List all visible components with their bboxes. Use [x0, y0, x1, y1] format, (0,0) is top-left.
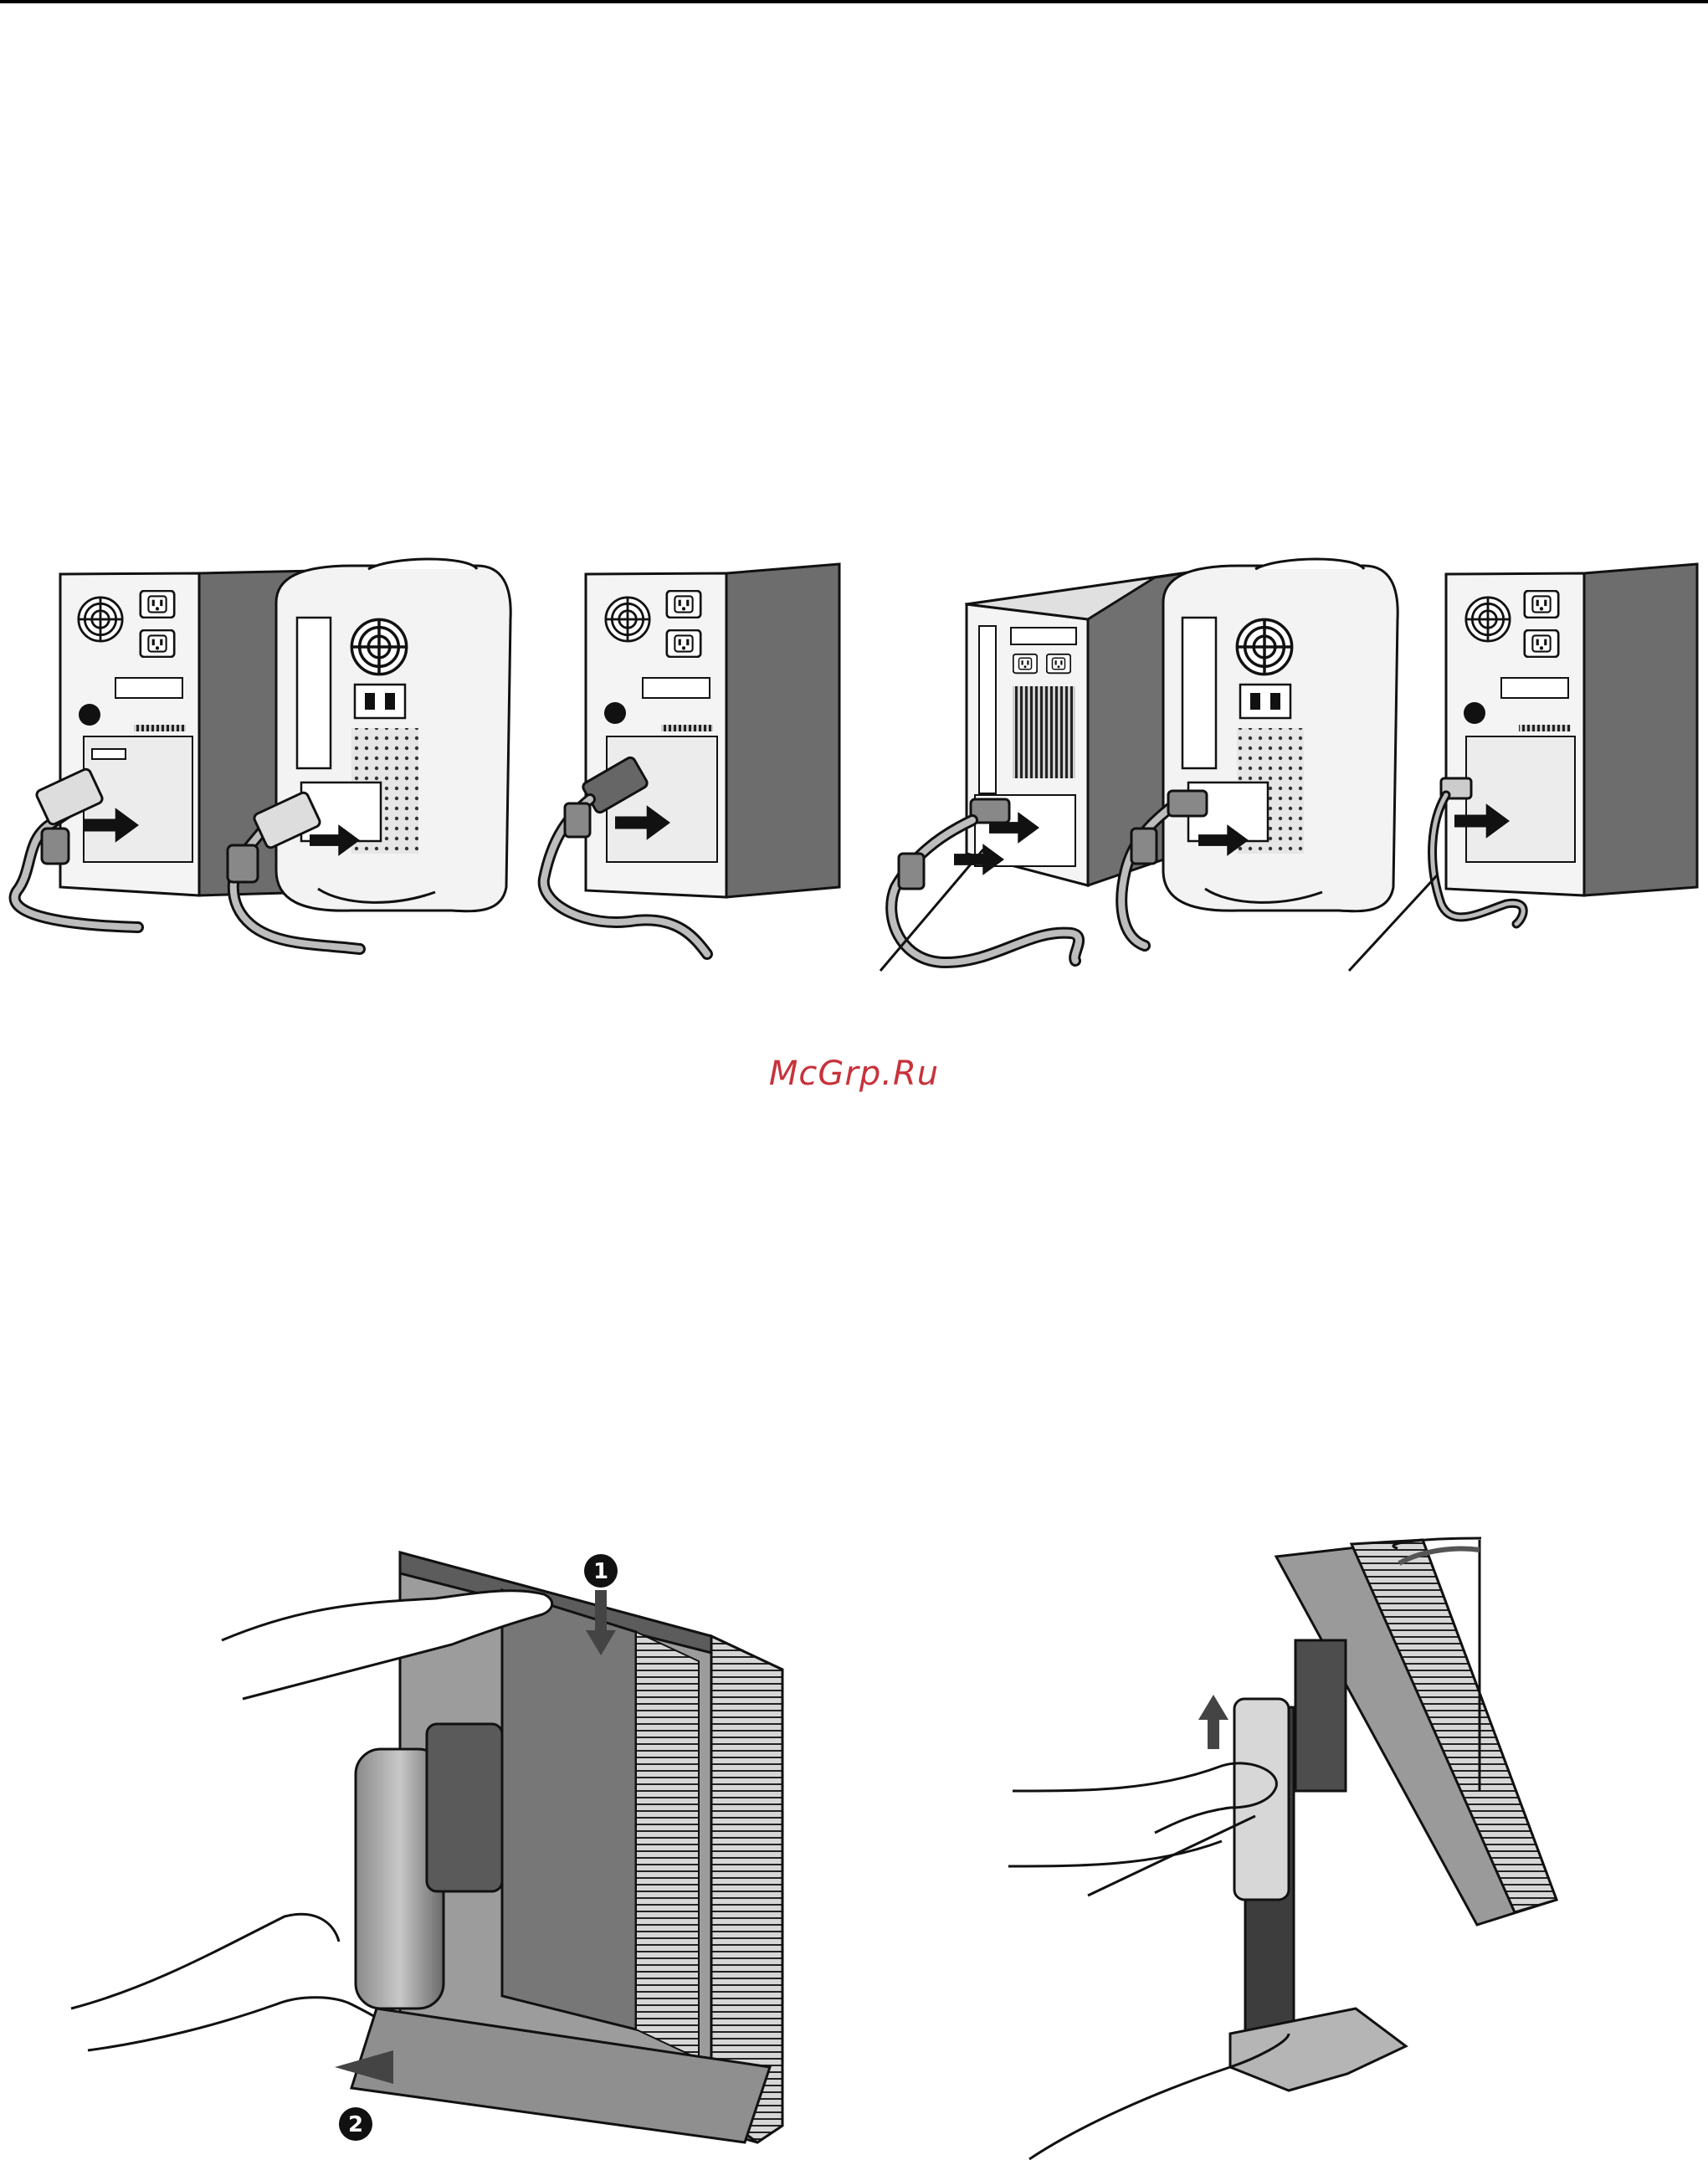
figure-pc-mac-analog	[15, 559, 511, 949]
figure-workstation-mac-digital	[880, 559, 1398, 971]
figure-raise-monitor	[1008, 1538, 1557, 2159]
mac-g4-1	[276, 559, 510, 911]
figure-remove-stand-cover: 1 2	[71, 1552, 782, 2142]
figure-pc-tower-digital	[1349, 564, 1697, 971]
step-badge-2: 2	[348, 2112, 363, 2137]
figure-pc-tower	[544, 564, 839, 954]
step-badge-1: 1	[593, 1559, 608, 1584]
watermark: McGrp.Ru	[0, 1054, 1708, 1093]
